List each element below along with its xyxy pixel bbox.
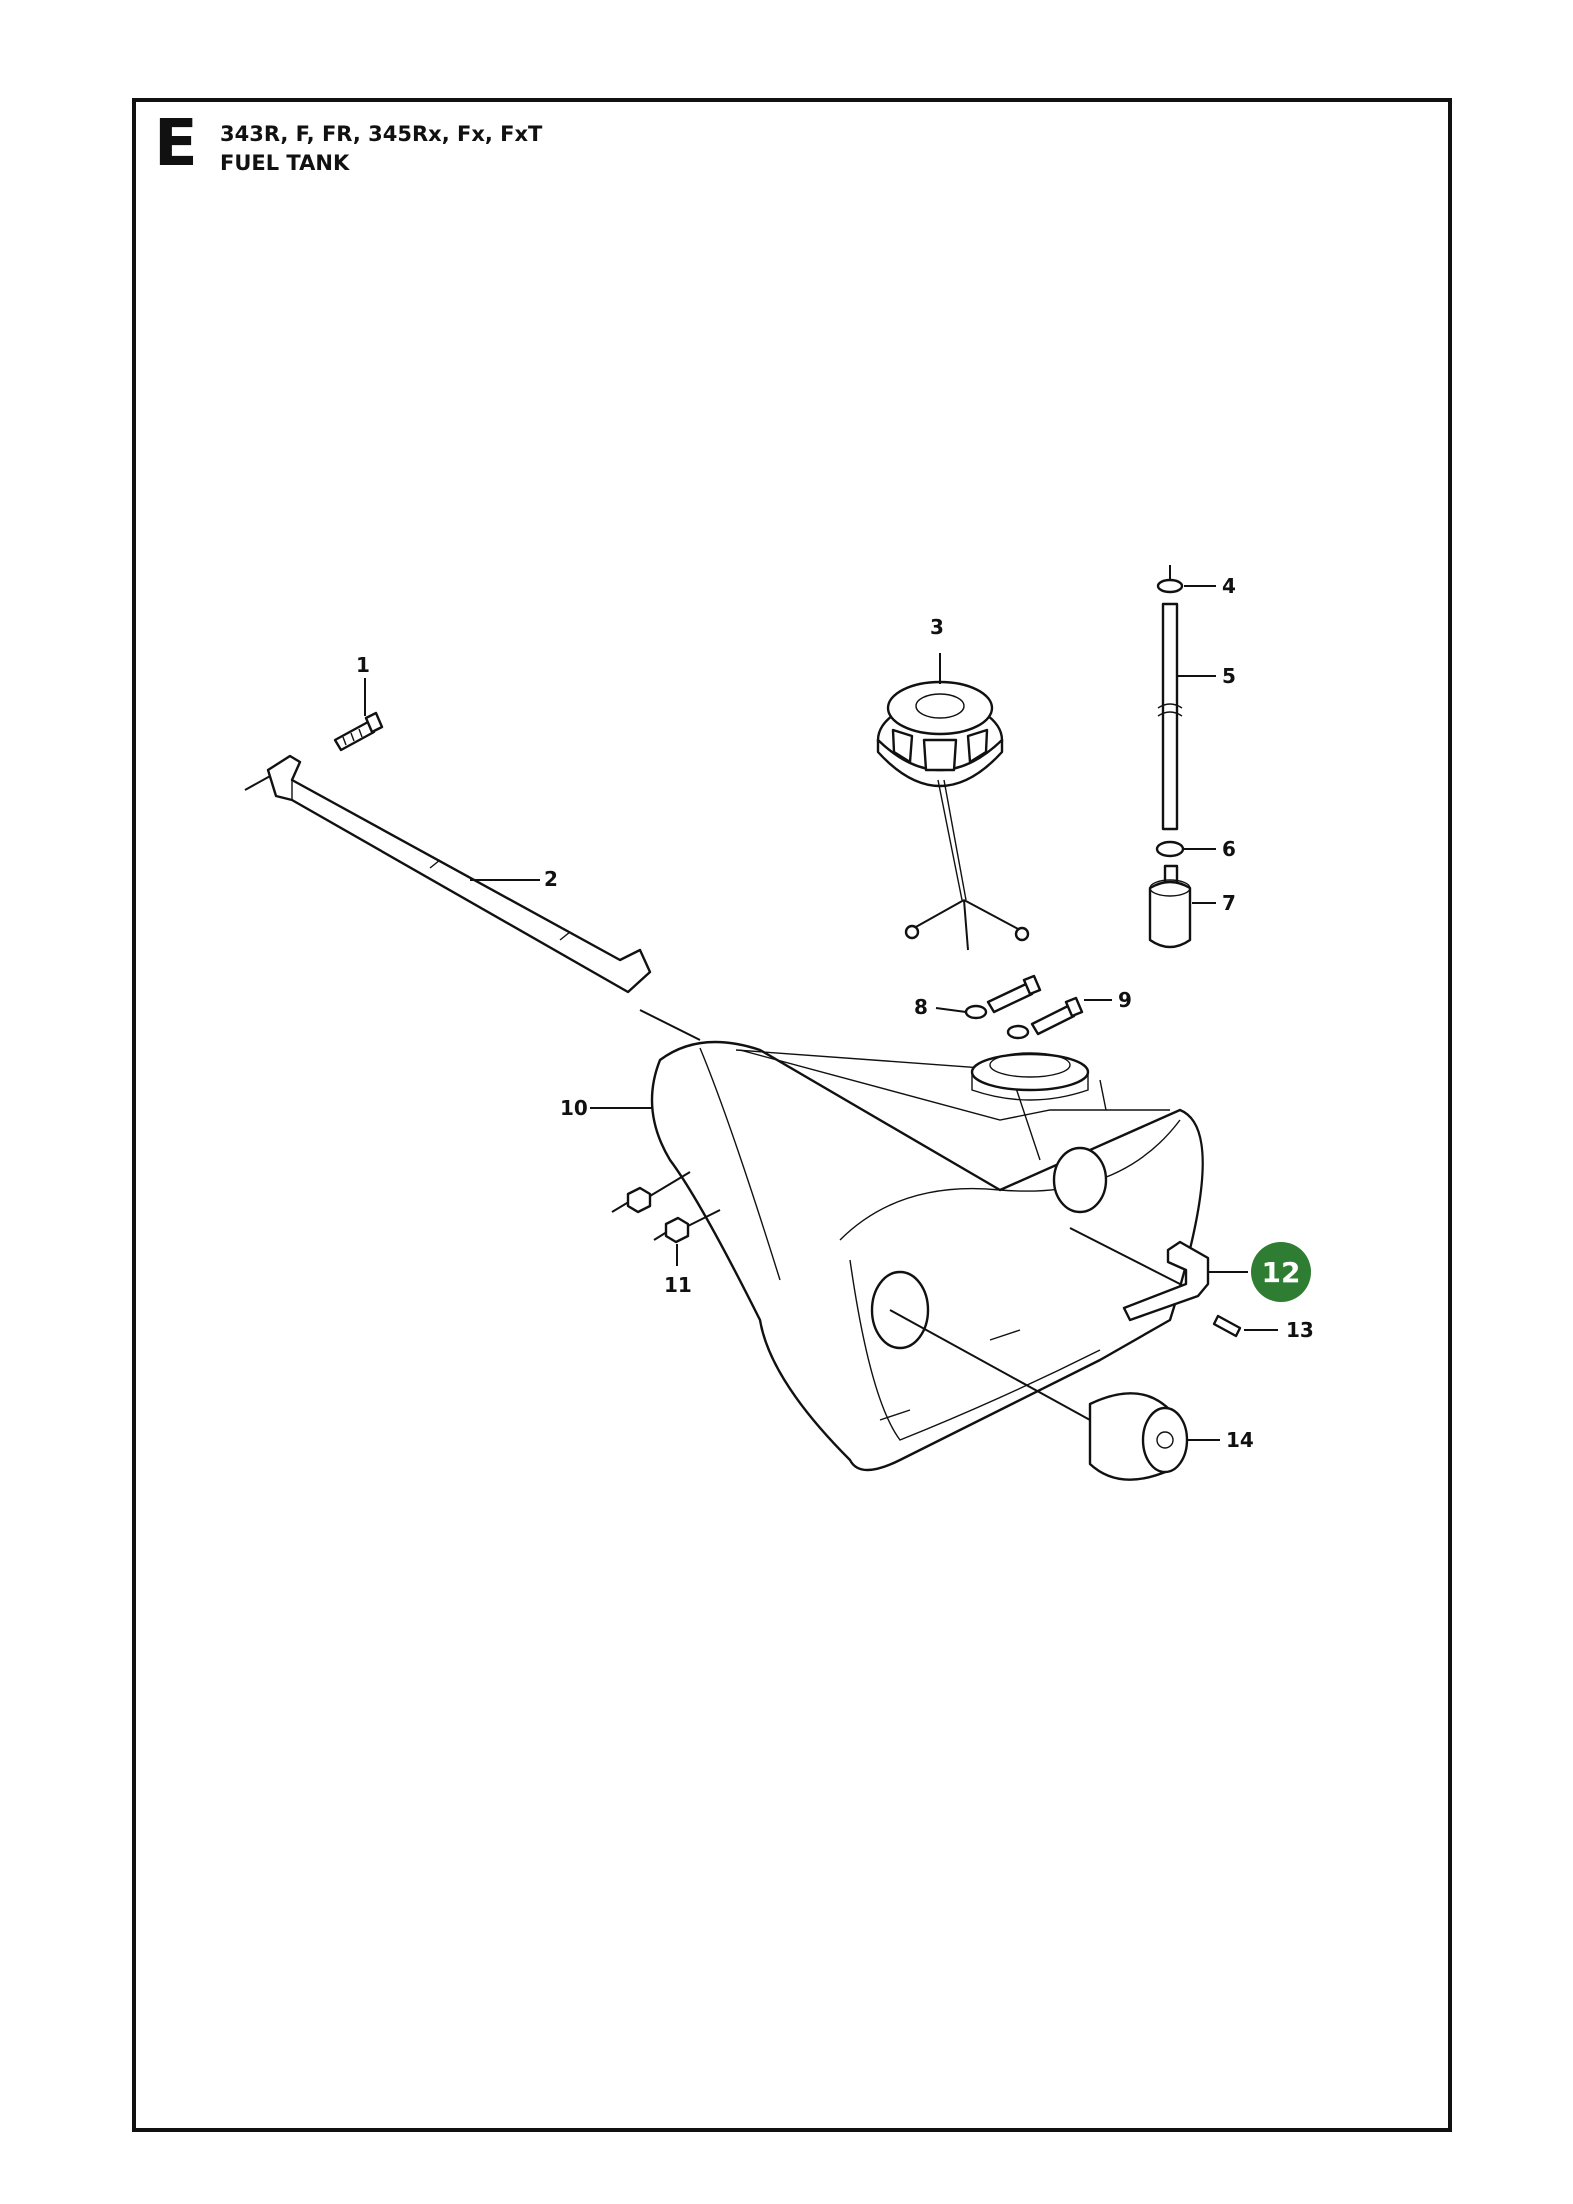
callout-7: 7	[1222, 891, 1236, 915]
section-letter: E	[154, 107, 198, 181]
callout-5: 5	[1222, 664, 1236, 688]
part-10-fuel-tank[interactable]	[590, 1040, 1204, 1472]
callout-10: 10	[560, 1096, 588, 1120]
part-2-rail[interactable]	[244, 754, 701, 1041]
part-5-fuel-hose[interactable]	[1157, 602, 1216, 831]
callout-14: 14	[1226, 1428, 1254, 1452]
callout-13: 13	[1286, 1318, 1314, 1342]
part-13-screw[interactable]	[1212, 1314, 1278, 1338]
callout-8: 8	[914, 995, 928, 1019]
part-8-screw-washer[interactable]	[935, 974, 1042, 1020]
part-6-grommet[interactable]	[1155, 840, 1216, 858]
part-12-bracket[interactable]	[1069, 1227, 1248, 1322]
callout-1: 1	[356, 653, 370, 677]
callout-6: 6	[1222, 837, 1236, 861]
part-3-fuel-cap[interactable]	[876, 653, 1030, 951]
part-14-mount[interactable]	[889, 1309, 1220, 1481]
section-title: FUEL TANK	[220, 151, 350, 175]
callout-12-highlight: 12	[1251, 1242, 1311, 1302]
drawing-frame	[132, 98, 1452, 2132]
callout-12: 12	[1262, 1256, 1301, 1289]
callout-11: 11	[664, 1273, 692, 1297]
part-4-grommet[interactable]	[1156, 565, 1216, 594]
part-11-nut[interactable]	[611, 1171, 721, 1266]
part-1-screw[interactable]	[333, 678, 384, 752]
part-9-screw-washer[interactable]	[1006, 996, 1112, 1040]
callout-4: 4	[1222, 574, 1236, 598]
highlight-badge	[1251, 1242, 1311, 1302]
part-7-fuel-filter[interactable]	[1148, 864, 1216, 949]
callout-3: 3	[930, 615, 944, 639]
callout-2: 2	[544, 867, 558, 891]
callout-9: 9	[1118, 988, 1132, 1012]
model-list: 343R, F, FR, 345Rx, Fx, FxT	[220, 122, 543, 146]
